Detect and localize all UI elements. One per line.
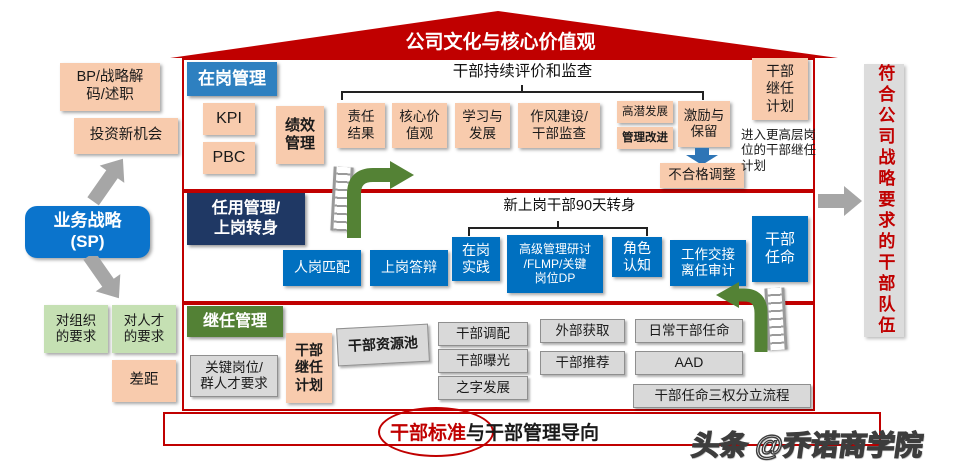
three-power-process-box: 干部任命三权分立流程 [633, 384, 811, 408]
business-strategy-box: 业务战略 (SP) [25, 206, 150, 258]
promotion-arrow-up-icon [347, 161, 414, 238]
section-on-job-frame [182, 58, 815, 191]
conduct-supervision-box: 作风建设/ 干部监查 [518, 103, 600, 148]
banner-text: 干部标准与干部管理导向 [390, 418, 599, 445]
kpi-box: KPI [203, 103, 255, 135]
appointment-header: 任用管理/ 上岗转身 [187, 193, 305, 245]
high-potential-box: 高潜发展 [617, 101, 673, 123]
strategic-cadre-team-banner: 符合公司战略要求的干部队伍 [864, 64, 904, 337]
key-positions-box: 关键岗位/ 群人才要求 [190, 355, 278, 397]
incentive-retention-box: 激励与 保留 [678, 101, 730, 147]
bp-strategy-box: BP/战略解 码/述职 [60, 63, 160, 111]
gap-box: 差距 [112, 360, 176, 402]
bottom-banner [163, 412, 881, 446]
roof-title: 公司文化与核心价值观 [405, 32, 596, 54]
daily-appointment-box: 日常干部任命 [635, 319, 743, 343]
on-job-practice-box: 在岗 实践 [452, 237, 500, 281]
talent-requirement-box: 对人才 的要求 [112, 305, 176, 353]
promotion-arrow-left-icon [716, 282, 768, 352]
higher-position-note: 进入更高层岗位的干部继任计划 [741, 128, 817, 173]
exposure-box: 干部曝光 [438, 349, 528, 373]
ninety-day-label: 新上岗干部90天转身 [503, 198, 636, 215]
org-requirement-box: 对组织 的要求 [44, 305, 108, 353]
on-job-header: 在岗管理 [187, 62, 277, 96]
unqualified-adjust-box: 不合格调整 [660, 163, 744, 188]
mgmt-improvement-box: 管理改进 [617, 127, 673, 149]
continuous-evaluation-label: 干部持续评价和监查 [452, 62, 593, 80]
down-right-arrow-icon [83, 256, 121, 299]
new-investment-box: 投资新机会 [74, 118, 178, 154]
role-cognition-box: 角色 认知 [612, 237, 662, 277]
right-arrow-icon [818, 186, 862, 216]
deployment-box: 干部调配 [438, 322, 528, 346]
defense-box: 上岗答辩 [370, 250, 448, 286]
mgmt-orientation-label: 与干部管理导向 [466, 423, 600, 444]
senior-mgmt-training-box: 高级管理研讨 /FLMP/关键 岗位DP [507, 235, 603, 293]
performance-mgmt-box: 绩效 管理 [276, 106, 324, 164]
roof-shape [170, 11, 838, 58]
watermark-text: 头条 @乔诺商学院 [689, 429, 926, 461]
external-acquisition-box: 外部获取 [540, 319, 625, 343]
ninety-day-bracket [468, 221, 648, 236]
succession-plan-top-box: 干部 继任 计划 [752, 58, 808, 120]
succession-plan-box: 干部 继任 计划 [286, 333, 332, 403]
section-succession-frame [182, 303, 815, 411]
recommendation-box: 干部推荐 [540, 351, 625, 375]
zigzag-development-box: 之字发展 [438, 376, 528, 400]
evaluation-bracket [341, 85, 704, 100]
responsibility-result-box: 责任 结果 [337, 103, 385, 148]
learning-development-box: 学习与 发展 [455, 103, 510, 148]
cadre-appointment-box: 干部 任命 [752, 216, 808, 282]
core-values-box: 核心价 值观 [392, 103, 447, 148]
talent-pool-box: 干部资源池 [336, 323, 430, 367]
job-match-box: 人岗匹配 [283, 250, 361, 286]
handover-audit-box: 工作交接 离任审计 [670, 240, 746, 286]
pbc-box: PBC [203, 142, 255, 174]
section-appointment-frame [182, 191, 815, 303]
succession-header: 继任管理 [187, 306, 283, 337]
aad-box: AAD [635, 351, 743, 375]
highlight-ellipse [378, 407, 494, 457]
cadre-standard-label: 干部标准 [390, 423, 467, 444]
down-arrow-icon [686, 148, 718, 165]
up-right-arrow-icon [87, 158, 125, 206]
